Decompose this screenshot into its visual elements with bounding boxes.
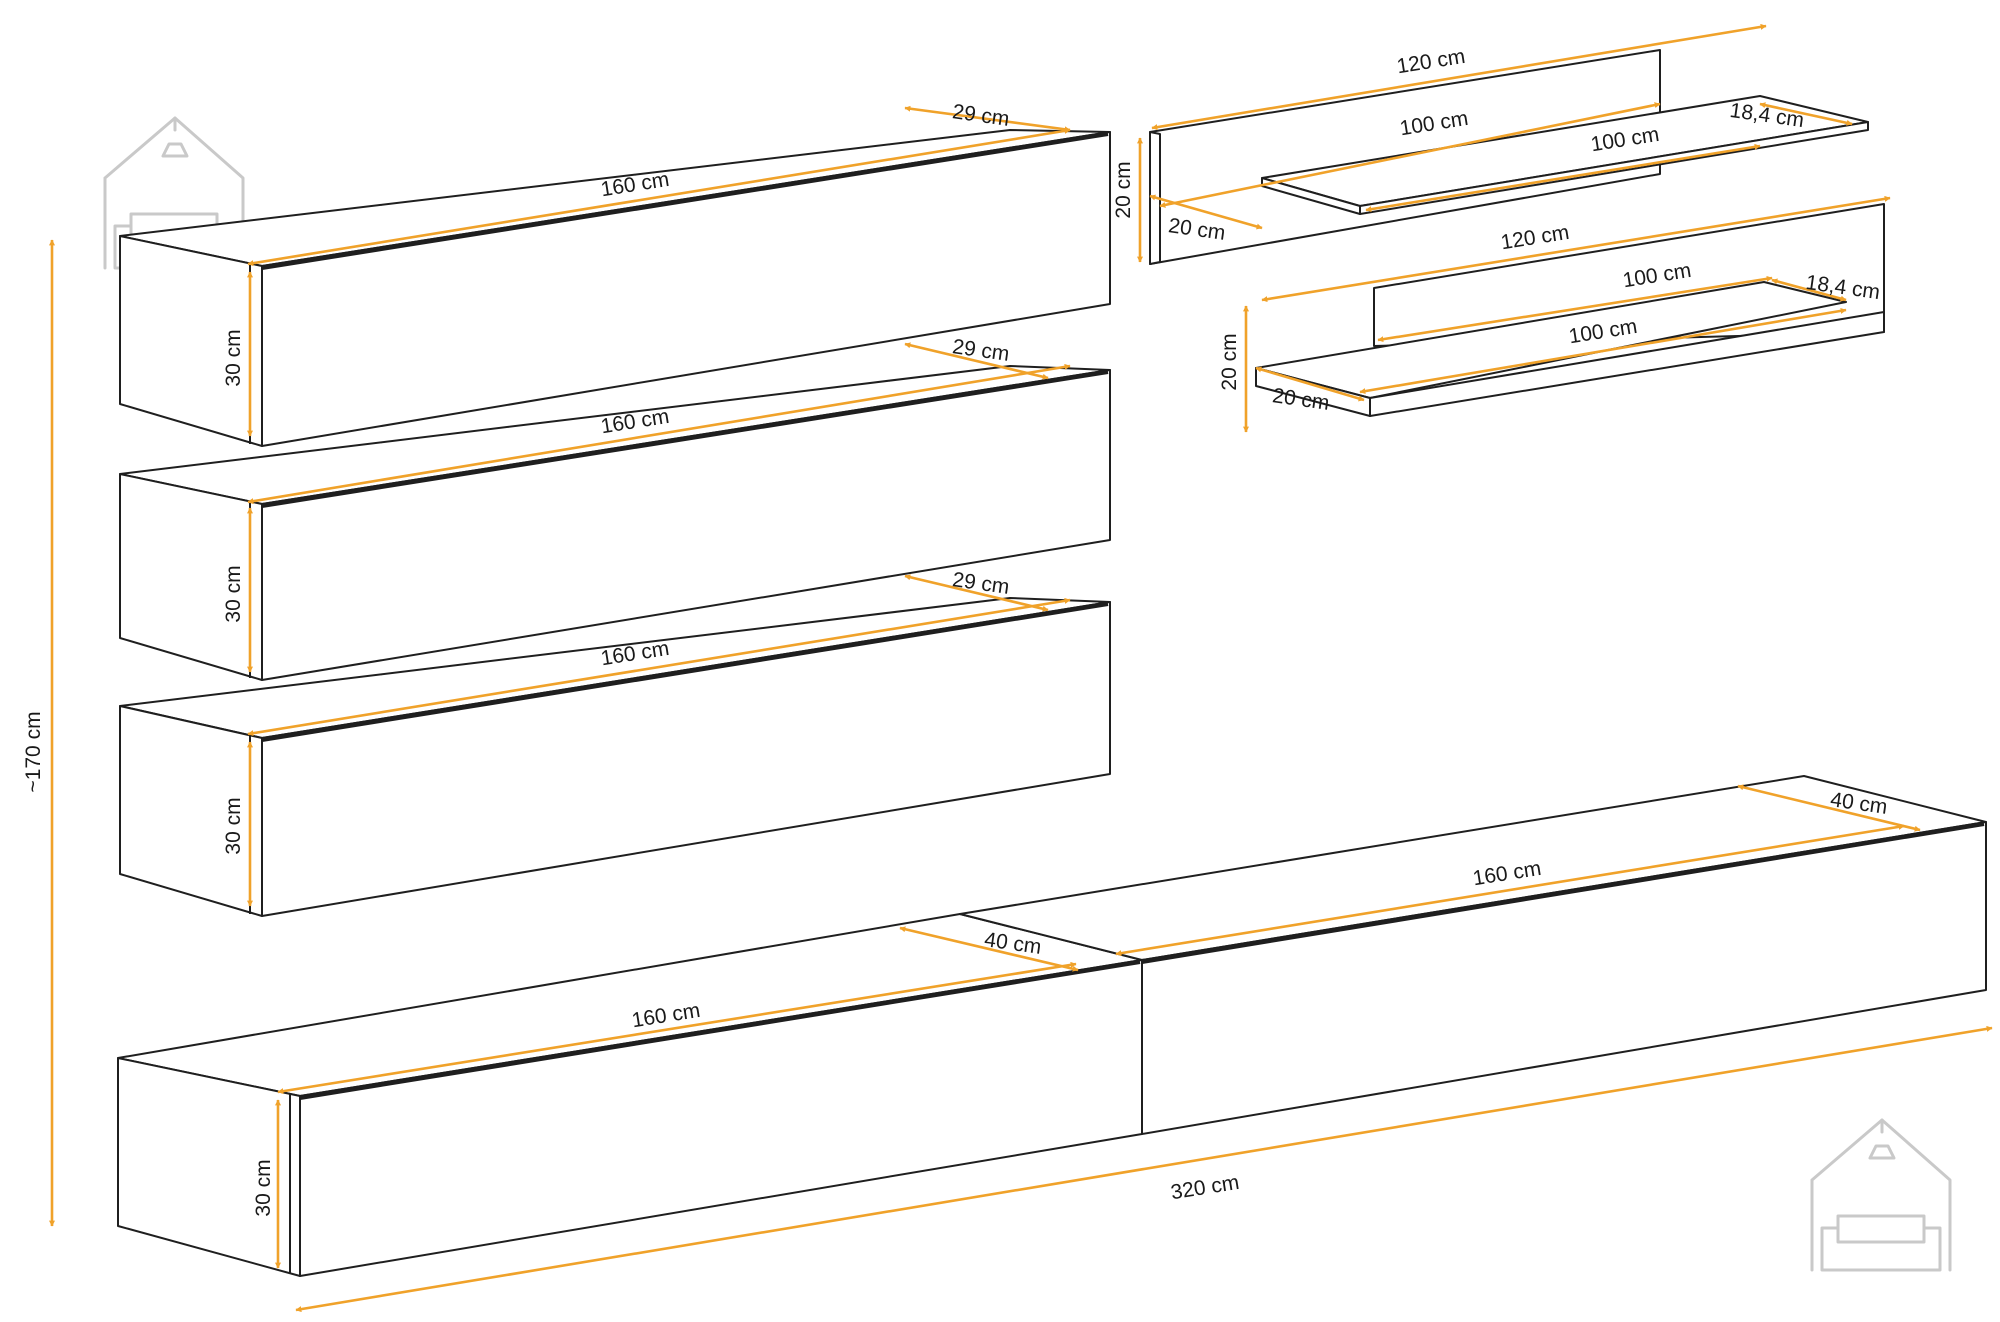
lower-left-height-label: 30 cm bbox=[252, 1159, 275, 1216]
shelf-1-back-width-label: 120 cm bbox=[1395, 45, 1467, 78]
shelf-2-height-label: 20 cm bbox=[1218, 333, 1241, 390]
dimension-lines bbox=[49, 23, 1993, 1313]
lower-cabinet-left bbox=[117, 913, 1143, 1277]
house-sofa-logo-icon bbox=[1810, 1118, 1952, 1272]
cabinet-2-height-label: 30 cm bbox=[222, 565, 245, 622]
cabinet-3-height-label: 30 cm bbox=[222, 797, 245, 854]
shelf-2-back-width-label: 120 cm bbox=[1499, 221, 1571, 254]
cabinet-2-depth-label: 29 cm bbox=[951, 335, 1011, 366]
shelf-1-height-label: 20 cm bbox=[1112, 161, 1135, 218]
cabinet-1-height-label: 30 cm bbox=[222, 329, 245, 386]
cabinet-3-depth-label: 29 cm bbox=[951, 568, 1011, 599]
overall-height-label: ~170 cm bbox=[22, 711, 45, 792]
overall-width-label: 320 cm bbox=[1169, 1171, 1241, 1204]
cabinet-1-depth-label: 29 cm bbox=[951, 100, 1011, 131]
